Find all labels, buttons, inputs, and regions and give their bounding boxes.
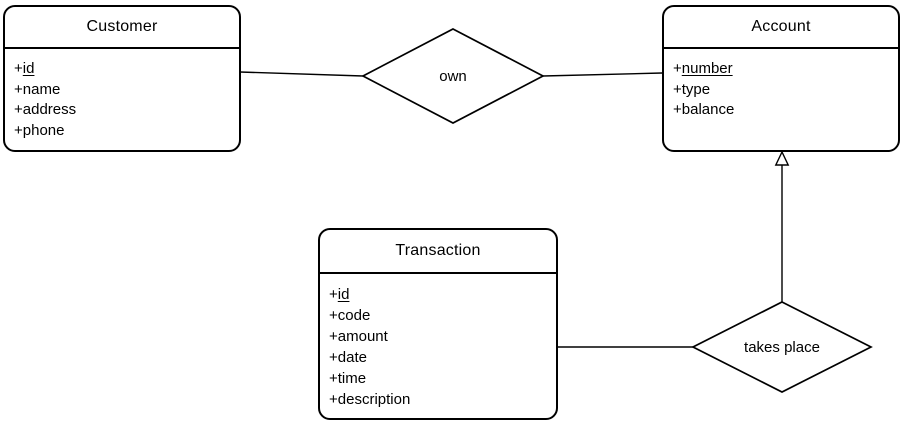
- attribute-row: +code: [329, 305, 550, 326]
- attribute-prefix: +: [14, 101, 23, 118]
- entity-customer: Customer +id +name +address +phone: [3, 5, 241, 152]
- attribute-name: id: [22, 60, 35, 77]
- hollow-triangle-arrowhead: [774, 150, 790, 166]
- attribute-row: +number: [673, 59, 892, 80]
- attribute-prefix: +: [14, 121, 23, 139]
- entity-transaction-header: Transaction: [320, 230, 556, 274]
- entity-transaction: Transaction +id +code +amount +date +tim…: [318, 228, 558, 420]
- attribute-name: address: [22, 101, 77, 118]
- attribute-row: +id: [14, 59, 233, 80]
- attribute-name: phone: [22, 121, 65, 139]
- attribute-name: number: [681, 60, 733, 77]
- attribute-name: date: [337, 349, 367, 366]
- attribute-prefix: +: [329, 307, 338, 324]
- entity-account-attributes: +number +type +balance: [664, 49, 898, 121]
- attribute-name: amount: [337, 328, 388, 345]
- entity-customer-title: Customer: [86, 18, 158, 35]
- attribute-row: +phone: [14, 121, 233, 142]
- attribute-prefix: +: [14, 80, 23, 98]
- attribute-name: description: [337, 391, 411, 408]
- entity-customer-header: Customer: [5, 7, 239, 49]
- attribute-prefix: +: [329, 286, 338, 303]
- attribute-name: name: [22, 80, 61, 98]
- attribute-prefix: +: [14, 60, 23, 77]
- entity-transaction-attributes: +id +code +amount +date +time +descripti…: [320, 274, 556, 410]
- attribute-row: +amount: [329, 326, 550, 347]
- attribute-row: +time: [329, 368, 550, 389]
- attribute-prefix: +: [673, 101, 682, 118]
- entity-account: Account +number +type +balance: [662, 5, 900, 152]
- attribute-name: time: [337, 370, 367, 387]
- attribute-row: +date: [329, 347, 550, 368]
- connector-customer-to-own: [239, 71, 364, 77]
- attribute-row: +description: [329, 389, 550, 410]
- connector-own-to-account: [542, 72, 663, 77]
- attribute-prefix: +: [673, 80, 682, 98]
- attribute-row: +address: [14, 100, 233, 121]
- entity-transaction-title: Transaction: [395, 242, 481, 259]
- attribute-row: +type: [673, 80, 892, 101]
- relationship-own-diamond: [361, 28, 545, 124]
- entity-customer-attributes: +id +name +address +phone: [5, 49, 239, 141]
- attribute-prefix: +: [329, 349, 338, 366]
- attribute-prefix: +: [329, 391, 338, 408]
- attribute-name: code: [337, 307, 371, 324]
- attribute-name: id: [337, 286, 350, 303]
- entity-account-title: Account: [751, 18, 811, 35]
- attribute-prefix: +: [329, 328, 338, 345]
- attribute-row: +balance: [673, 100, 892, 121]
- relationship-takes-place-diamond: [691, 301, 873, 393]
- attribute-name: balance: [681, 101, 735, 118]
- attribute-row: +name: [14, 80, 233, 101]
- attribute-prefix: +: [329, 370, 338, 387]
- entity-account-header: Account: [664, 7, 898, 49]
- attribute-row: +id: [329, 284, 550, 305]
- attribute-name: type: [681, 80, 711, 98]
- attribute-prefix: +: [673, 60, 682, 77]
